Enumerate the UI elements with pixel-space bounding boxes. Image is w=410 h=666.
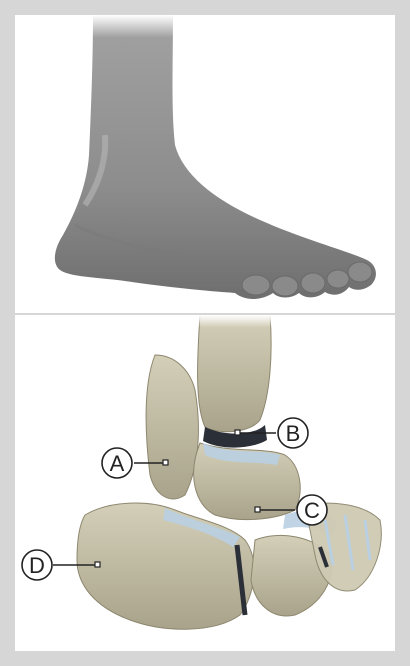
toe-3 [301, 273, 325, 293]
callout-a-label: A [110, 451, 125, 476]
toe-1 [242, 275, 270, 295]
toe-4 [327, 270, 349, 288]
foot-panel [15, 15, 395, 313]
ankle-bones-illustration: A B C D [15, 315, 395, 651]
callout-c-label: C [304, 498, 320, 523]
callout-b-label: B [286, 421, 301, 446]
callout-d-label: D [29, 553, 45, 578]
toe-2 [272, 276, 298, 296]
foot-illustration [15, 15, 395, 313]
calcaneus-bone [77, 503, 254, 629]
ankle-bones-panel: A B C D [15, 315, 395, 651]
toe-5 [348, 262, 372, 282]
